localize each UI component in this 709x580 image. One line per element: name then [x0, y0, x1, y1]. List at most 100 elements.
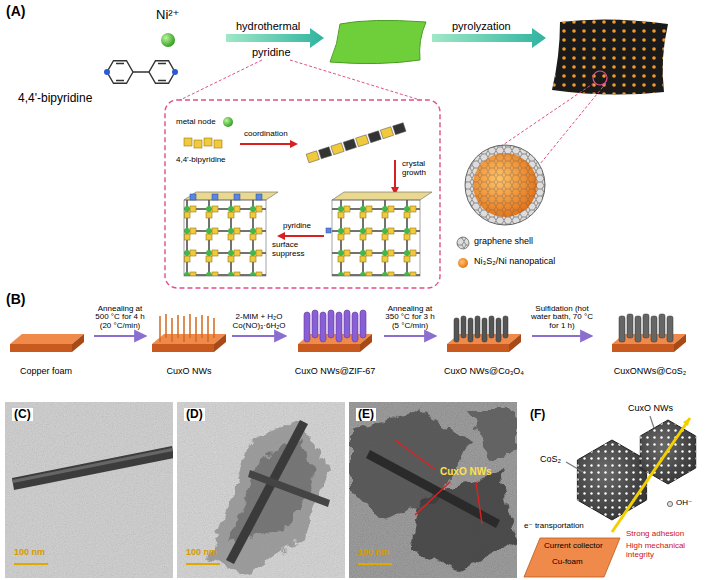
linker-cube — [184, 138, 222, 148]
carbon-sheet — [552, 19, 668, 94]
red-arrow — [394, 160, 396, 188]
carbon-sheet — [593, 71, 607, 85]
copper-foam-slab — [509, 334, 521, 352]
core-shell-particle — [473, 153, 537, 217]
coordination-chain — [393, 123, 406, 135]
edge-label: Sulfidation (hot water bath, 70 °C for 1… — [530, 305, 594, 331]
oxide-coating — [475, 316, 480, 338]
oxide-coating — [454, 318, 459, 342]
hydroxide-dot — [667, 501, 672, 506]
scale-label: 100 nm — [14, 548, 45, 558]
tem-image — [177, 402, 345, 578]
linker-cube — [204, 138, 212, 146]
coordination-chain — [368, 131, 381, 143]
zif-coating — [312, 310, 318, 338]
linker-cube — [184, 138, 192, 146]
nanowire — [160, 314, 214, 342]
bipyridine-molecule — [172, 69, 178, 75]
sulfide-coating — [659, 314, 665, 338]
panel-letter: (B) — [6, 292, 25, 307]
property-label: Strong adhesion — [626, 530, 684, 539]
callout-label: CuxO NWs — [440, 466, 492, 477]
oxide-coating — [489, 316, 494, 338]
nanowire — [160, 314, 214, 342]
tem-image — [177, 402, 345, 578]
edge-label: Annealing at 500 °C for 4 h (20 °C/min) — [92, 305, 148, 331]
core-shell-particle — [465, 145, 545, 225]
copper-foam-slab — [214, 334, 226, 352]
red-arrow — [240, 143, 292, 145]
scale-label: 100 nm — [358, 548, 389, 558]
scale-label: 100 nm — [186, 548, 217, 558]
crystal-lattice — [184, 192, 432, 276]
legend-icon — [457, 237, 469, 249]
pointer-arrow — [566, 416, 654, 472]
metal-node — [223, 117, 233, 127]
tem-image — [350, 410, 517, 570]
sulfide-coating — [643, 314, 649, 338]
sulfide-coating — [619, 316, 625, 342]
copper-foam-slab — [674, 334, 686, 352]
zoom-line — [180, 60, 420, 100]
tem-image — [5, 402, 173, 578]
process-arrow — [384, 335, 436, 337]
process-label: e⁻ transportation — [524, 522, 584, 531]
panel-letter: (E) — [356, 408, 376, 421]
coordination-chain — [356, 135, 369, 147]
pyridine-cap — [326, 228, 331, 233]
coordination-chain — [306, 151, 319, 163]
crystal-lattice — [184, 192, 278, 200]
red-arrow — [277, 232, 285, 240]
oxide-coating — [454, 316, 508, 342]
tem-image — [210, 420, 330, 575]
edge-label: Annealing at 350 °C for 3 h (5 °C/min) — [382, 305, 438, 331]
stage-caption: CuxO NWs — [167, 367, 212, 377]
hexagon-particle — [577, 440, 646, 520]
copper-foam-slab — [152, 334, 226, 344]
stage-caption: CuxO NWs@Co₃O₄ — [444, 367, 524, 377]
green-sheet — [330, 20, 426, 63]
crystal-lattice — [332, 192, 432, 200]
stage-caption: CuxO NWs@ZIF-67 — [295, 367, 376, 377]
legend-icon — [457, 237, 469, 249]
stage-node: CuxO NWs@ZIF-67 — [290, 312, 380, 378]
part-label: CoS₂ — [540, 455, 561, 465]
pyridine-cap — [234, 194, 240, 200]
hexagon-particle — [577, 440, 646, 520]
solvent-label: pyridine — [252, 46, 291, 58]
stage-node: CuxONWs@CoS₂ — [596, 312, 704, 378]
property-label: High mechanical integrity — [626, 542, 704, 560]
panel-letter: (C) — [12, 408, 33, 421]
zif-coating — [344, 310, 350, 338]
legend-icon — [457, 237, 469, 268]
sulfide-coating — [651, 316, 657, 342]
tem-image — [5, 402, 173, 578]
nickel-ion — [161, 33, 175, 47]
zoom-line — [180, 60, 606, 166]
copper-foam-slab — [152, 344, 214, 352]
bipyridine-molecule — [116, 64, 166, 81]
tem-image — [366, 450, 500, 528]
tem-image — [12, 448, 173, 483]
step-label: surface suppress — [272, 241, 327, 259]
tem-image — [177, 402, 345, 578]
legend-text: graphene shell — [474, 237, 533, 247]
tem-image — [248, 470, 330, 507]
linker-cube — [214, 140, 222, 148]
red-arrow — [290, 140, 298, 148]
copper-foam-slab — [10, 344, 72, 352]
solvent-label: pyridine — [283, 222, 311, 231]
tem-image — [349, 402, 517, 578]
core-shell-particle — [473, 153, 537, 217]
stage-caption: CuxONWs@CoS₂ — [614, 367, 687, 377]
legend-text: Ni₃S₂/Ni nanopatical — [474, 257, 555, 267]
hydroxide-dot — [667, 501, 672, 506]
tem-image — [5, 402, 173, 578]
step-label: coordination — [244, 130, 288, 139]
green-sheet — [330, 20, 426, 63]
copper-foam-slab — [298, 344, 360, 352]
copper-foam-slab — [10, 334, 84, 344]
zif-coating — [336, 312, 342, 342]
legend-icon — [458, 258, 468, 268]
